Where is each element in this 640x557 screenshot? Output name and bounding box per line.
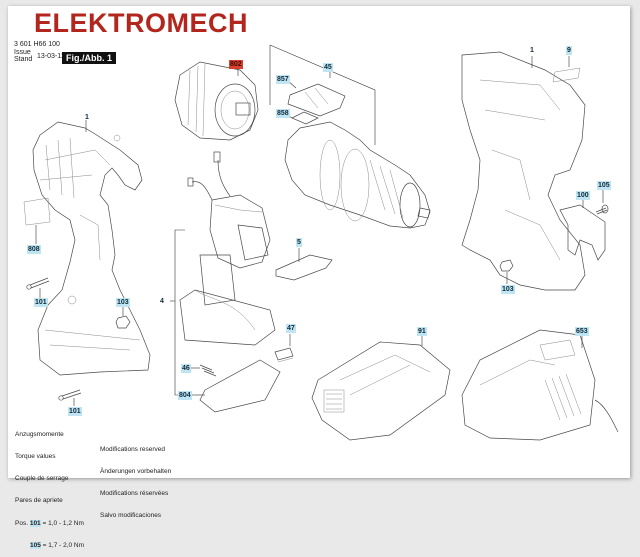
part-label-5[interactable]: 5 (296, 238, 302, 247)
torque-row-1-value: = 1,0 - 1,2 Nm (42, 519, 84, 527)
part-label-101-lower[interactable]: 101 (68, 407, 82, 416)
torque-title-de: Anzugsmomente (15, 430, 64, 438)
issue-label-de: Stand (14, 55, 33, 63)
torque-row-2: 105 = 1,7 - 2,0 Nm (15, 541, 85, 549)
part-label-47[interactable]: 47 (286, 324, 296, 333)
part-5-drawing (275, 254, 333, 281)
spring-46-drawing (199, 364, 217, 377)
modifications-notice: Modifications reserved Änderungen vorbeh… (100, 431, 171, 527)
torque-row-1: Pos. 101 = 1,0 - 1,2 Nm (15, 519, 84, 527)
motor-drawing (174, 61, 259, 141)
part-label-101-upper[interactable]: 101 (34, 298, 48, 307)
part-label-802[interactable]: 802 (229, 60, 243, 69)
torque-title-fr: Couple de serrage (15, 475, 69, 483)
nut-103-left-drawing (115, 315, 131, 329)
part-label-9[interactable]: 9 (566, 46, 572, 55)
screw-105-drawing (595, 207, 608, 215)
clip-47-drawing (274, 347, 294, 361)
torque-values-block: Anzugsmomente Torque values Couple de se… (15, 416, 84, 557)
part-label-858[interactable]: 858 (276, 109, 290, 118)
part-label-45[interactable]: 45 (323, 63, 333, 72)
label-plate-808 (23, 197, 51, 226)
housing-right-drawing (461, 51, 586, 291)
plate-804-drawing (199, 359, 281, 413)
torque-title-es: Pares de apriete (15, 497, 63, 505)
torque-row-2-value: = 1,7 - 2,0 Nm (42, 541, 85, 549)
part-label-103-right[interactable]: 103 (501, 285, 515, 294)
part-number: 3 601 H66 100 (14, 41, 60, 48)
notice-en: Modifications reserved (100, 445, 166, 453)
notice-es: Salvo modificaciones (100, 512, 162, 520)
torque-row-2-pos[interactable]: 105 (30, 541, 41, 549)
part-label-105[interactable]: 105 (597, 181, 611, 190)
part-label-1-right[interactable]: 1 (530, 47, 534, 54)
switch-drawing (179, 151, 276, 346)
notice-fr: Modifications réservées (100, 490, 169, 498)
nut-103-right-drawing (499, 259, 514, 272)
battery-drawing (311, 341, 451, 441)
part-label-1-left[interactable]: 1 (85, 114, 89, 121)
pos-label: Pos. (15, 519, 29, 527)
part-100-drawing (559, 204, 606, 261)
part-label-103-left[interactable]: 103 (116, 298, 130, 307)
charger-drawing (461, 329, 619, 441)
label-9-drawing (552, 67, 581, 83)
gasket-858-drawing (291, 111, 319, 125)
part-label-4[interactable]: 4 (160, 298, 164, 305)
torque-title-en: Torque values (15, 453, 56, 461)
issue-label: Issue Stand (14, 49, 33, 63)
screw-101-lower-drawing (58, 389, 82, 401)
figure-label: Fig./Abb. 1 (62, 52, 116, 64)
screw-101-upper-drawing (26, 277, 50, 290)
housing-left-drawing (32, 121, 151, 376)
cover-857-drawing (287, 83, 346, 117)
part-label-653[interactable]: 653 (575, 327, 589, 336)
brand-title: ELEKTROMECH (34, 8, 248, 38)
part-label-91[interactable]: 91 (417, 327, 427, 336)
part-label-808[interactable]: 808 (27, 245, 41, 254)
part-label-857[interactable]: 857 (276, 75, 290, 84)
part-label-46[interactable]: 46 (181, 364, 191, 373)
notice-de: Änderungen vorbehalten (100, 468, 172, 476)
torque-row-1-pos[interactable]: 101 (29, 519, 41, 527)
part-label-804[interactable]: 804 (178, 391, 192, 400)
exploded-view-drawing (23, 44, 619, 441)
part-label-100[interactable]: 100 (576, 191, 590, 200)
gearbox-chuck-drawing (284, 121, 431, 229)
issue-label-en: Issue (14, 49, 31, 56)
issue-date: 13-03-12 (37, 53, 66, 60)
